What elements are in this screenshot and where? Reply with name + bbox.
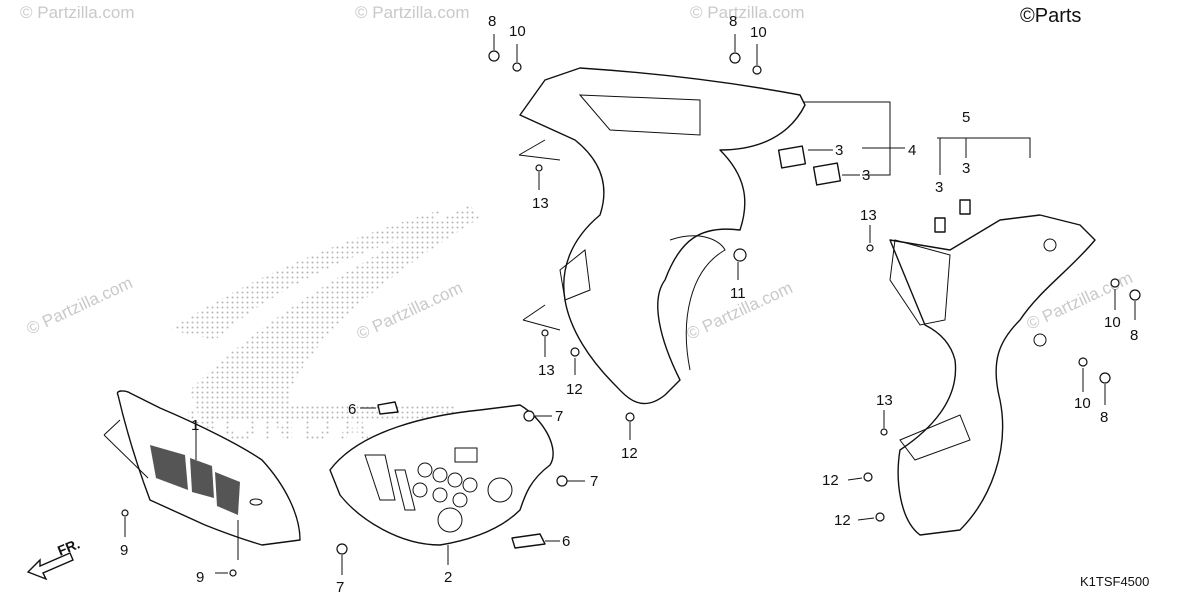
- pad-3: [812, 162, 842, 186]
- callout-10: 10: [750, 24, 767, 41]
- bolt-8: [1099, 372, 1111, 384]
- nut-10: [512, 62, 522, 72]
- bolt-7: [336, 543, 348, 555]
- grille-left: [150, 445, 188, 490]
- inner-cover-body: [519, 67, 806, 405]
- screw-13: [535, 164, 543, 172]
- callout-3: 3: [835, 142, 843, 159]
- screw-13: [866, 244, 874, 252]
- pad-3: [934, 217, 946, 233]
- callout-1: 1: [191, 417, 199, 434]
- callout-12: 12: [621, 445, 638, 462]
- pad-3: [959, 199, 971, 215]
- bolt-8: [1129, 289, 1141, 301]
- callout-11: 11: [730, 285, 746, 302]
- callout-numbers: 8 10 8 10 3 3 4 5 3 3 13 11 13 12 12 13 …: [120, 13, 1138, 596]
- callout-2: 2: [444, 569, 452, 586]
- wing-shape: [190, 205, 480, 420]
- side-cover-body: [889, 214, 1096, 536]
- callout-3: 3: [935, 179, 943, 196]
- under-cover-body: [329, 404, 554, 546]
- callout-8: 8: [1100, 409, 1108, 426]
- bolt-7: [556, 475, 568, 487]
- clip-part-6: [377, 401, 399, 415]
- wing-feather: [170, 210, 440, 340]
- nut-10: [752, 65, 762, 75]
- callout-10: 10: [1104, 314, 1121, 331]
- callout-7: 7: [590, 473, 598, 490]
- callout-10: 10: [1074, 395, 1091, 412]
- grommet-11: [733, 248, 747, 262]
- callout-7: 7: [336, 579, 344, 596]
- part-inner-cover-center: [519, 67, 842, 405]
- part-front-lower-cover: [116, 390, 301, 546]
- callout-6: 6: [348, 401, 356, 418]
- watermark-text: © Partzilla.com: [24, 273, 136, 339]
- callout-9: 9: [120, 542, 128, 559]
- callout-7: 7: [555, 408, 563, 425]
- grille-center: [190, 458, 214, 498]
- watermark-text: © Partzilla.com: [20, 3, 135, 22]
- leader-lines: [103, 34, 1136, 575]
- clip-12: [570, 347, 580, 357]
- callout-3: 3: [962, 160, 970, 177]
- grille-right: [215, 472, 240, 515]
- front-direction-arrow: FR.: [26, 535, 82, 581]
- callout-8: 8: [729, 13, 737, 30]
- clip-12: [863, 472, 873, 482]
- screw-9: [229, 569, 237, 577]
- callout-13: 13: [538, 362, 555, 379]
- screw-13: [541, 329, 549, 337]
- corner-watermark: ©Parts: [1020, 5, 1081, 27]
- nut-10: [1110, 278, 1120, 288]
- watermark-text: © Partzilla.com: [355, 3, 470, 22]
- watermark-text: © Partzilla.com: [690, 3, 805, 22]
- callout-10: 10: [509, 23, 526, 40]
- screw-13: [880, 428, 888, 436]
- arrow-icon: [26, 552, 74, 581]
- callout-13: 13: [860, 207, 877, 224]
- callout-6: 6: [562, 533, 570, 550]
- screw-9: [121, 509, 129, 517]
- callout-12: 12: [822, 472, 839, 489]
- part-side-cover-right: [889, 199, 1096, 536]
- bolt-8: [729, 52, 741, 64]
- part-under-cover: [329, 401, 554, 549]
- callout-13: 13: [876, 392, 893, 409]
- callout-13: 13: [532, 195, 549, 212]
- clip-12: [875, 512, 885, 522]
- front-label: FR.: [55, 535, 82, 558]
- diagram-code: K1TSF4500: [1080, 574, 1149, 589]
- callout-4: 4: [908, 142, 916, 159]
- clip-12: [625, 412, 635, 422]
- callout-12: 12: [834, 512, 851, 529]
- clip-part-6: [511, 533, 546, 549]
- bolt-8: [488, 50, 500, 62]
- fasteners: [121, 50, 1141, 577]
- callout-3: 3: [862, 167, 870, 184]
- callout-8: 8: [488, 13, 496, 30]
- nut-10: [1078, 357, 1088, 367]
- cover-hole: [249, 498, 263, 506]
- callout-8: 8: [1130, 327, 1138, 344]
- callout-5: 5: [962, 109, 970, 126]
- honda-wing-logo: HONDA: [170, 205, 480, 450]
- bolt-7: [523, 410, 535, 422]
- callout-12: 12: [566, 381, 583, 398]
- callout-9: 9: [196, 569, 204, 586]
- pad-3: [777, 145, 807, 169]
